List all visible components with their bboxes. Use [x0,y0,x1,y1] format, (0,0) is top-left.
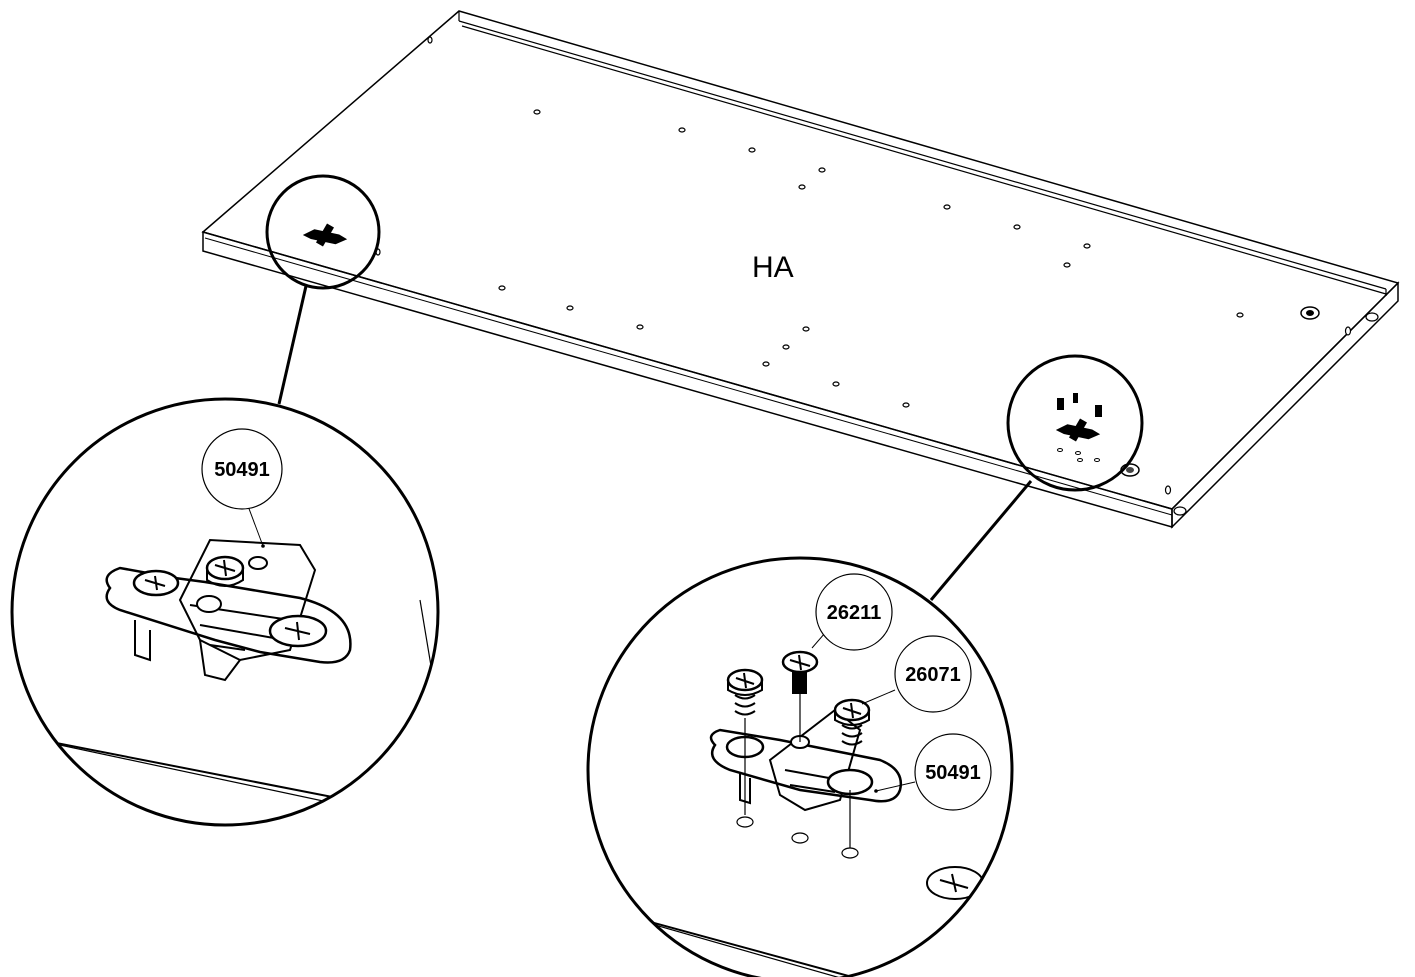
detail-marker-left [265,174,381,290]
leader-line-left [277,285,308,405]
panel-label: HA [752,251,794,284]
part-number-label: 26211 [827,602,882,624]
callout-bubble [914,733,992,811]
mounting-plate-50491 [709,708,903,812]
euro-screw-26071 [833,698,871,848]
leader-line-right [929,480,1033,601]
mounting-holes [736,816,859,859]
detail-view-left: 50491 [10,397,440,827]
mounting-plate-50491 [105,538,352,682]
edge-dowels [375,36,1379,516]
callout-bubble [201,428,283,510]
detail-view-right: 26211 26071 50491 [586,556,1014,977]
screw-26211 [781,650,819,742]
part-number-label: 50491 [925,762,981,784]
part-number-label: 26071 [905,664,961,686]
cam-fitting [1120,306,1320,477]
panel-ha: HA [201,10,1400,529]
panel-holes [498,109,1244,408]
euro-screw-left [726,668,764,815]
detail-marker-right [1006,354,1144,492]
callout-bubble [815,573,893,651]
part-number-label: 50491 [214,459,270,481]
callout-bubble [894,635,972,713]
